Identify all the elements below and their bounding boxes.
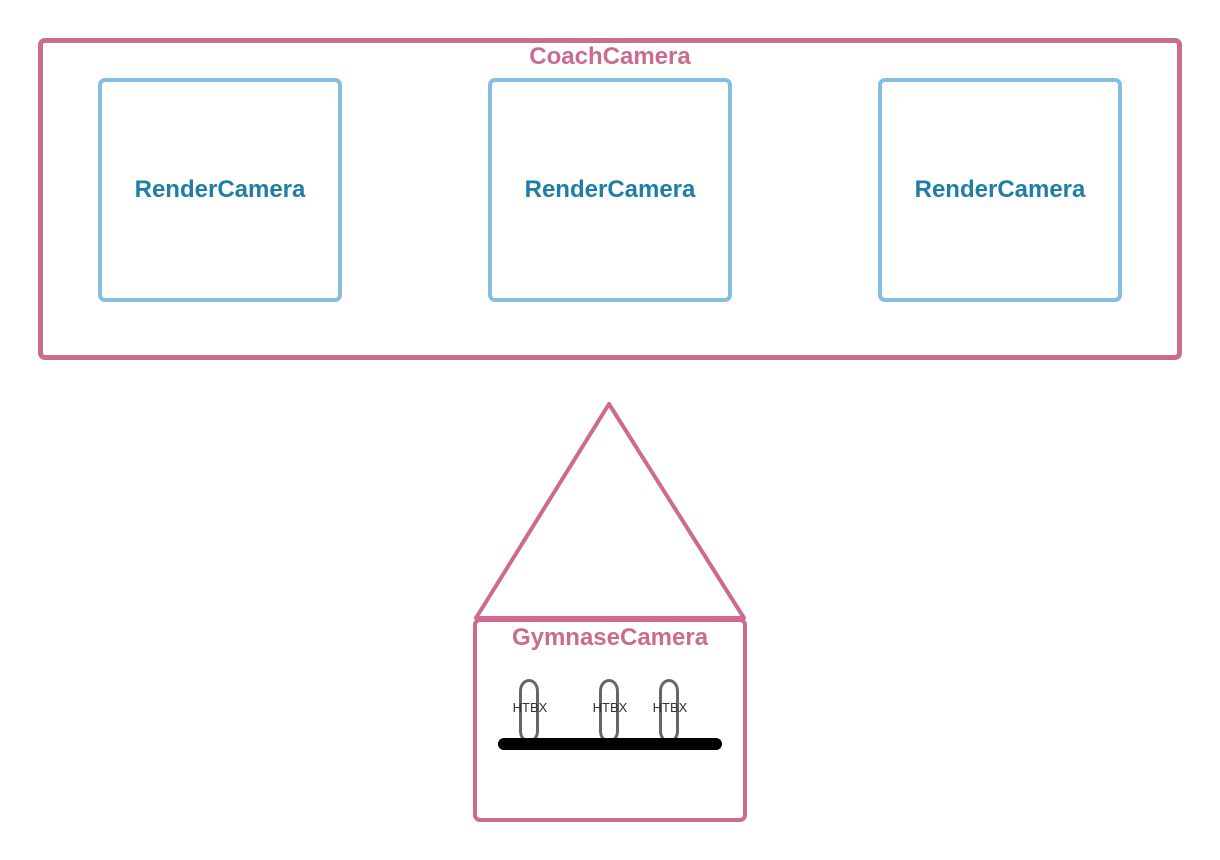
render-camera-label-3: RenderCamera: [914, 176, 1086, 203]
render-camera-box-2: RenderCamera: [488, 78, 732, 302]
render-camera-label-2: RenderCamera: [524, 176, 696, 203]
roof-triangle-shape: [474, 402, 746, 620]
render-camera-box-1: RenderCamera: [98, 78, 342, 302]
floor-bar: [498, 738, 722, 750]
htbx-label-1: HTBX: [512, 700, 548, 715]
gymnase-camera-label: GymnaseCamera: [511, 624, 709, 651]
htbx-label-3: HTBX: [652, 700, 688, 715]
gymnase-camera-box: [473, 618, 747, 822]
htbx-label-2: HTBX: [592, 700, 628, 715]
coach-camera-box: [38, 38, 1182, 360]
render-camera-box-3: RenderCamera: [878, 78, 1122, 302]
coach-camera-label: CoachCamera: [529, 43, 691, 70]
render-camera-label-1: RenderCamera: [134, 176, 306, 203]
